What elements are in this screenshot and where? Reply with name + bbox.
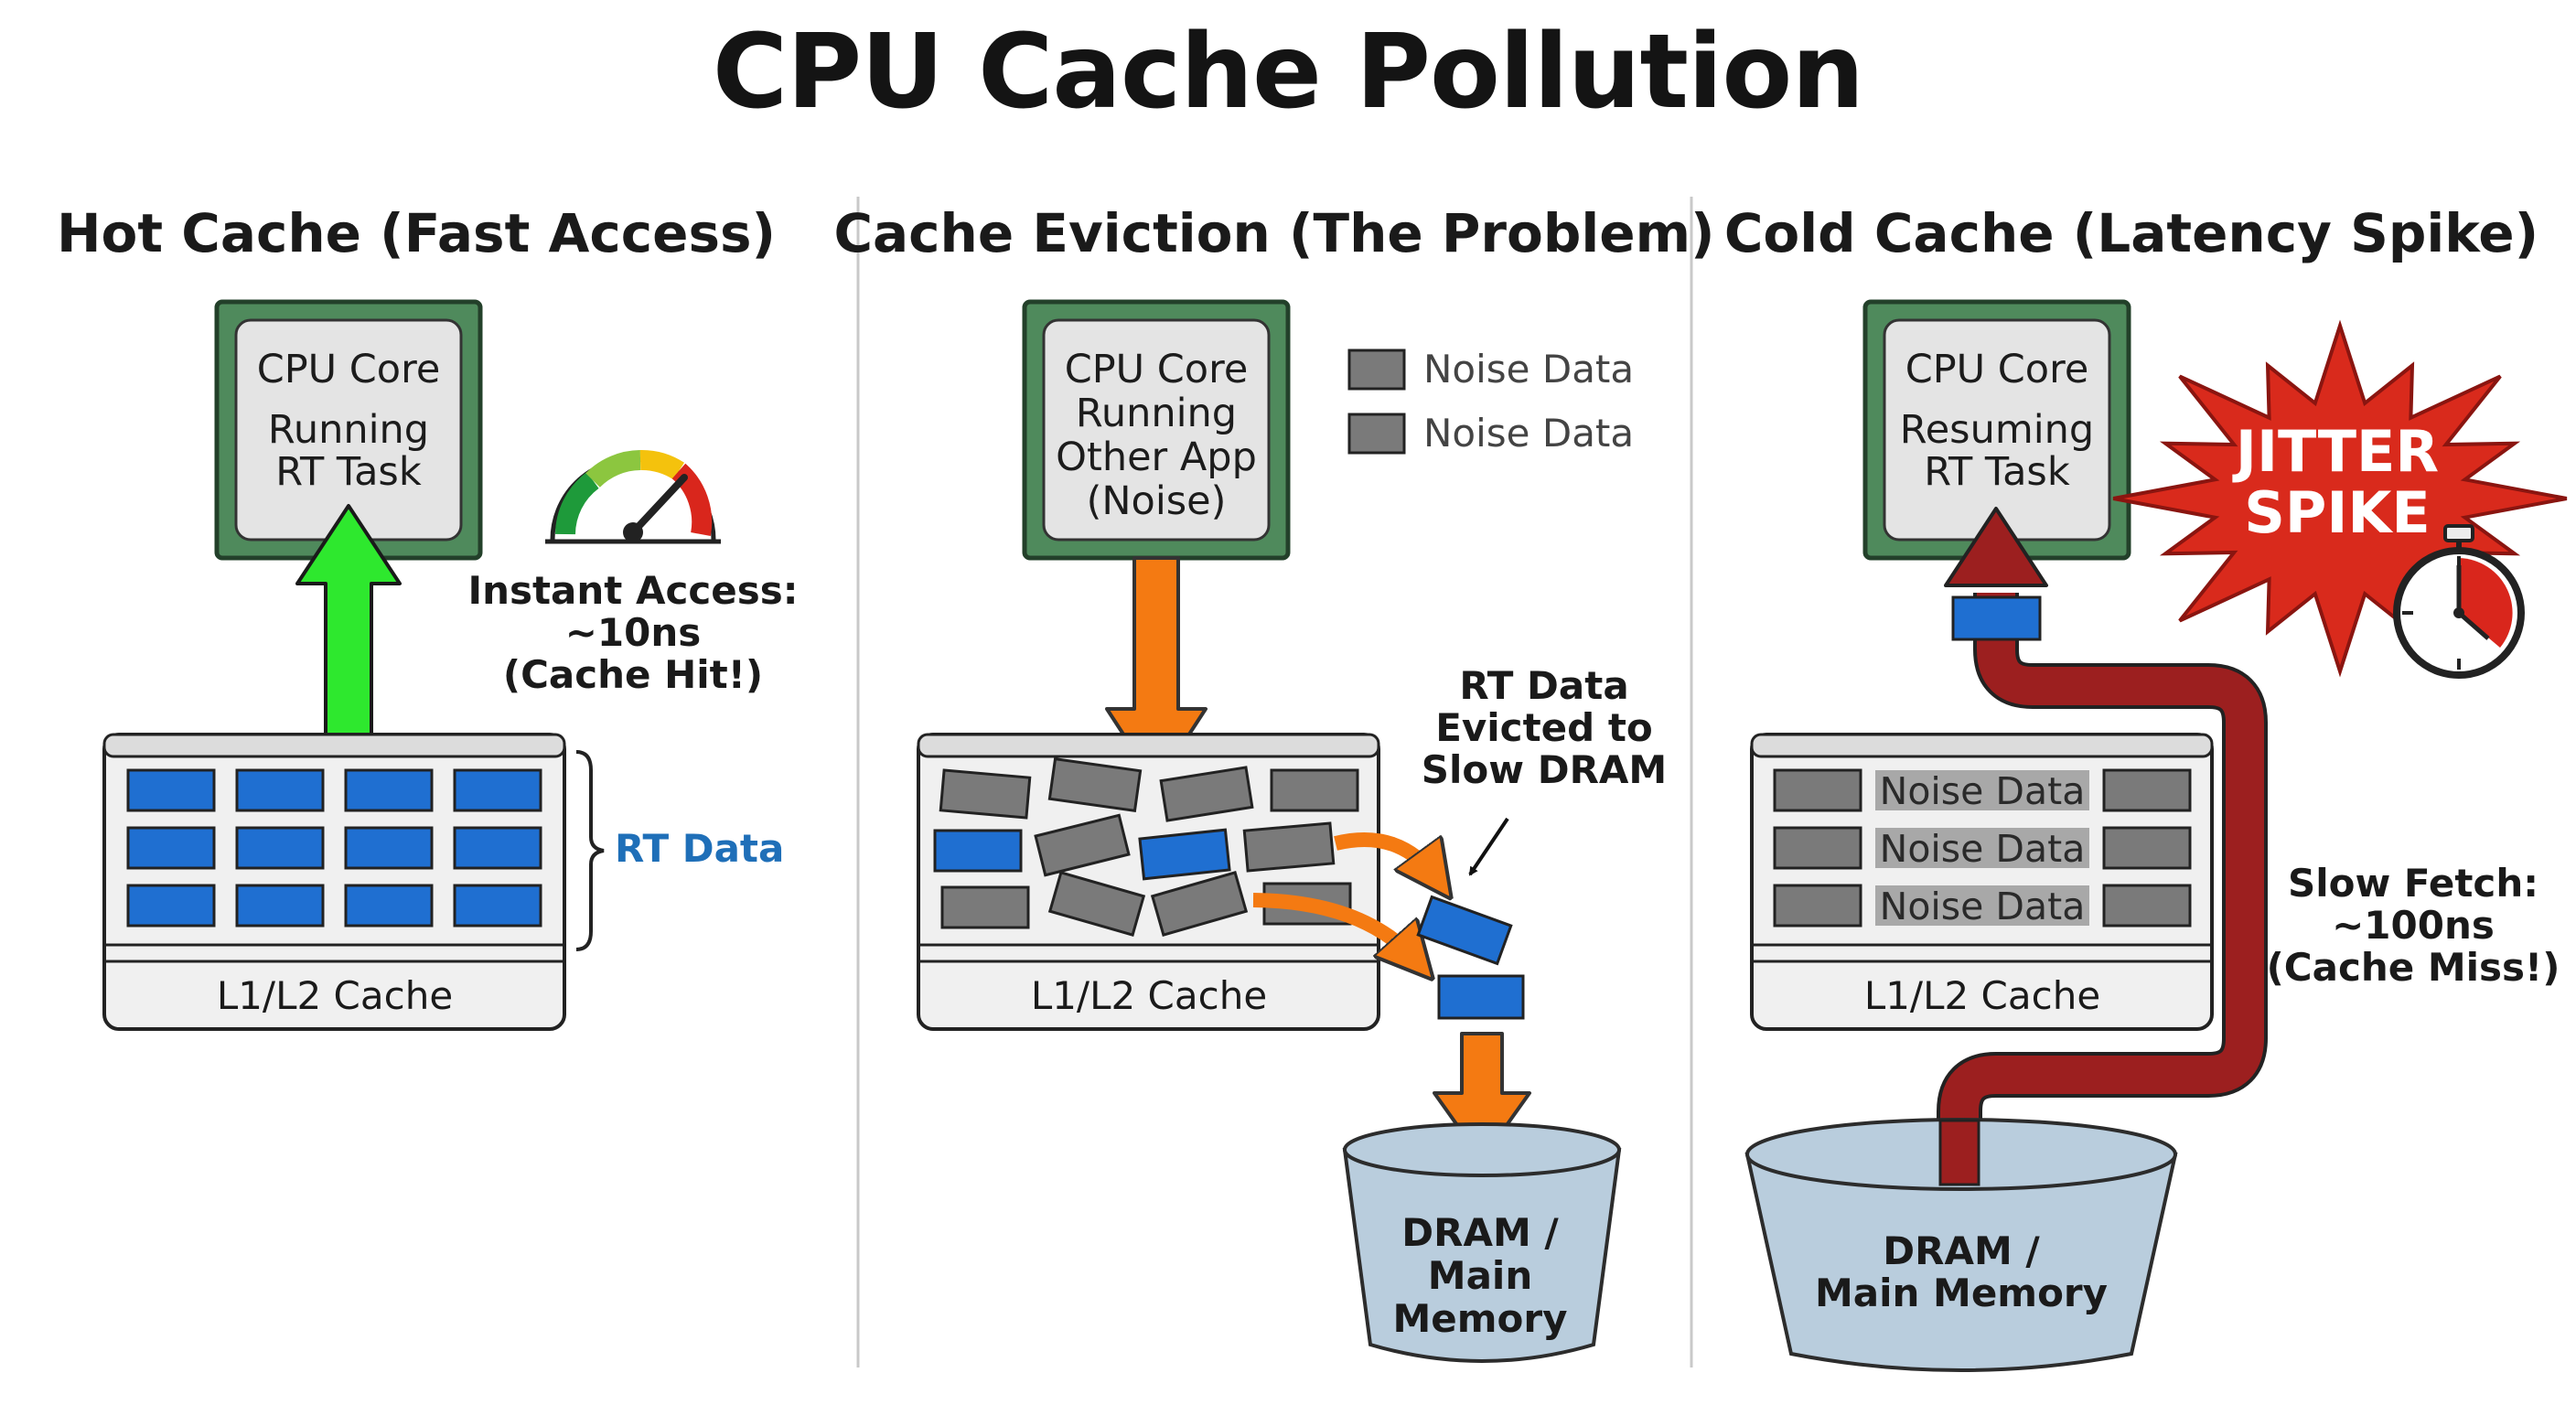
cache-cell — [344, 768, 434, 812]
hot-cache-panel: Hot Cache (Fast Access) CPU Core Running… — [57, 202, 799, 1031]
dram-bucket: DRAM / Main Memory — [1744, 1118, 2178, 1372]
cache-cell — [1034, 813, 1131, 877]
panel-heading: Cache Eviction (The Problem) — [833, 202, 1714, 264]
evicted-note: Evicted to — [1435, 705, 1653, 750]
cache-label: L1/L2 Cache — [1031, 973, 1267, 1018]
dram-bucket: DRAM / Main Memory — [1342, 1122, 1622, 1363]
noise-row-label: Noise Data — [1880, 885, 2086, 928]
noise-row-label: Noise Data — [1880, 769, 2086, 813]
rt-data-label: RT Data — [615, 826, 784, 871]
stopwatch-icon — [2393, 524, 2525, 679]
cache-label: L1/L2 Cache — [1864, 973, 2100, 1018]
cache-cell — [344, 826, 434, 870]
dram-label: DRAM / — [1401, 1210, 1559, 1255]
cache-cell — [1270, 768, 1359, 812]
cache-cell — [235, 884, 325, 928]
eviction-arrow — [1252, 893, 1416, 960]
cache-cell — [453, 826, 542, 870]
eviction-arrow — [1334, 832, 1436, 878]
cache-eviction-panel: Cache Eviction (The Problem) CPU Core Ru… — [833, 202, 1715, 1363]
panel-heading: Cold Cache (Latency Spike) — [1724, 202, 2538, 264]
cache-miss-arrowhead — [1944, 507, 2048, 587]
cold-cache-panel: Cold Cache (Latency Spike) CPU Core Resu… — [1724, 202, 2568, 1372]
dram-label: DRAM / — [1883, 1228, 2040, 1273]
legend-label: Noise Data — [1423, 411, 1634, 456]
cpu-core-chip: CPU Core Running RT Task — [214, 299, 483, 561]
core-label: RT Task — [275, 449, 422, 495]
cache-hit-arrow — [295, 504, 402, 738]
cache-cell — [1138, 828, 1231, 881]
cache-cell — [344, 884, 434, 928]
cache-cell — [1047, 871, 1146, 937]
cpu-core-chip: CPU Core Resuming RT Task — [1862, 299, 2131, 561]
evicted-note: RT Data — [1459, 663, 1628, 708]
cache-label: L1/L2 Cache — [217, 973, 453, 1018]
core-label: Running — [1076, 391, 1237, 436]
noise-legend: Noise Data Noise Data — [1347, 347, 1634, 456]
l1-l2-cache: L1/L2 Cache — [1750, 733, 2214, 1031]
cache-cell — [126, 884, 216, 928]
dram-label: Memory — [1393, 1296, 1568, 1341]
evicted-rt-block — [1416, 895, 1513, 966]
spike-label: JITTER — [2232, 418, 2439, 485]
cache-cell — [453, 768, 542, 812]
cache-cell — [1150, 871, 1249, 937]
access-time-label: (Cache Hit!) — [503, 652, 763, 697]
dram-label: Main — [1428, 1253, 1532, 1298]
cache-miss-pipe-fill — [1940, 593, 2264, 1194]
cache-cell — [1159, 766, 1254, 822]
pointer-arrow — [1468, 817, 1509, 876]
cache-cell — [939, 768, 1032, 820]
slow-fetch-label: ~100ns — [2332, 903, 2495, 948]
cache-cell — [1242, 821, 1336, 873]
cpu-core-chip: CPU Core Running Other App (Noise) — [1022, 299, 1291, 561]
l1-l2-cache: L1/L2 Cache — [917, 733, 1380, 1031]
dram-label: Main Memory — [1815, 1271, 2108, 1315]
cache-cell — [453, 884, 542, 928]
cache-cell — [126, 768, 216, 812]
access-time-label: ~10ns — [565, 610, 702, 655]
core-label: CPU Core — [257, 347, 441, 392]
cache-cell — [1047, 756, 1143, 813]
cache-cell — [940, 885, 1030, 929]
l1-l2-cache: L1/L2 Cache — [102, 733, 566, 1031]
panel-heading: Hot Cache (Fast Access) — [57, 202, 776, 264]
core-label: Other App — [1056, 434, 1257, 480]
cache-cell — [235, 826, 325, 870]
cache-cell — [235, 768, 325, 812]
core-label: CPU Core — [1065, 347, 1249, 392]
page-title: CPU Cache Pollution — [712, 13, 1864, 132]
speedometer-icon — [545, 450, 721, 544]
cache-cell — [126, 826, 216, 870]
slow-fetch-label: Slow Fetch: — [2288, 861, 2538, 906]
rt-data-cells — [126, 768, 542, 928]
slow-fetch-label: (Cache Miss!) — [2267, 945, 2560, 990]
evicted-rt-block — [1437, 974, 1525, 1020]
legend-label: Noise Data — [1423, 347, 1634, 391]
fetched-rt-block — [1951, 595, 2042, 641]
rt-data-bracket — [575, 750, 605, 951]
noise-filled-cells: Noise Data Noise Data Noise Data — [1773, 768, 2192, 928]
spike-label: SPIKE — [2244, 479, 2431, 546]
access-time-label: Instant Access: — [467, 568, 798, 613]
core-label: Resuming — [1900, 407, 2094, 453]
core-label: (Noise) — [1087, 478, 1227, 524]
core-label: CPU Core — [1905, 347, 2089, 392]
noise-row-label: Noise Data — [1880, 827, 2086, 871]
core-label: RT Task — [1924, 449, 2070, 495]
cache-cell — [933, 829, 1023, 873]
evicted-note: Slow DRAM — [1422, 747, 1667, 792]
core-label: Running — [268, 407, 429, 453]
